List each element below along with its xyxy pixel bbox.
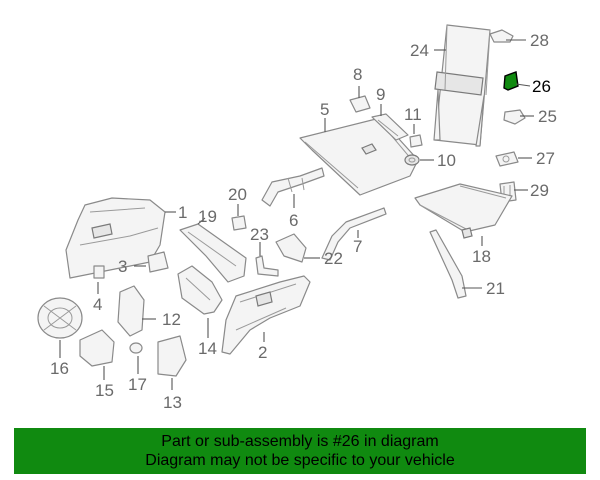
- leader-lines: [59, 39, 534, 390]
- callout-9: 9: [376, 85, 385, 104]
- notice-banner: Part or sub-assembly is #26 in diagram D…: [14, 428, 586, 474]
- callout-17: 17: [128, 375, 147, 394]
- callout-29: 29: [530, 181, 549, 200]
- callout-19: 19: [198, 207, 217, 226]
- callout-8: 8: [353, 65, 362, 84]
- callout-22: 22: [324, 249, 343, 268]
- part-10-grommet: [404, 154, 420, 166]
- callout-7: 7: [353, 237, 362, 256]
- callout-10: 10: [437, 151, 456, 170]
- part-8-bracket: [349, 95, 371, 113]
- callout-15: 15: [95, 381, 114, 400]
- part-1-side-panel: [65, 197, 166, 279]
- callout-20: 20: [228, 185, 247, 204]
- banner-line-1: Part or sub-assembly is #26 in diagram: [161, 433, 439, 450]
- part-20-clip: [231, 215, 247, 231]
- part-18-cover: [414, 183, 513, 239]
- part-7-rail: [321, 207, 387, 261]
- callout-3: 3: [118, 257, 127, 276]
- callout-14: 14: [198, 339, 217, 358]
- callout-24: 24: [410, 41, 429, 60]
- callout-13: 13: [163, 393, 182, 412]
- callout-12: 12: [162, 310, 181, 329]
- callout-28: 28: [530, 31, 549, 50]
- part-28-clip: [489, 29, 514, 43]
- part-21-trim: [429, 229, 467, 299]
- part-4-clip: [93, 265, 105, 279]
- part-6-rail: [261, 167, 325, 207]
- callout-1: 1: [178, 203, 187, 222]
- part-15-cover: [79, 329, 115, 367]
- callout-27: 27: [536, 149, 555, 168]
- part-3-clip: [147, 251, 169, 273]
- callout-21: 21: [486, 279, 505, 298]
- callout-5: 5: [320, 100, 329, 119]
- callout-16: 16: [50, 359, 69, 378]
- callout-25: 25: [538, 107, 557, 126]
- part-26-highlighted: [503, 71, 519, 91]
- callout-6: 6: [289, 211, 298, 230]
- callout-18: 18: [472, 247, 491, 266]
- part-2-side-trim: [221, 275, 311, 355]
- part-13-panel: [157, 335, 187, 377]
- part-23-bracket: [255, 255, 279, 277]
- part-12-panel: [117, 285, 145, 337]
- callout-2: 2: [258, 343, 267, 362]
- part-11-clip: [409, 134, 423, 148]
- part-25-clip: [503, 109, 526, 125]
- callout-23: 23: [250, 225, 269, 244]
- part-17-cap: [129, 342, 143, 354]
- part-16-tire-well: [37, 297, 83, 339]
- callout-4: 4: [93, 295, 102, 314]
- part-24-frame: [433, 24, 491, 147]
- part-22-bracket: [275, 233, 307, 263]
- callout-labels: 1 2 3 4 5 6 7 8 9 10 11 12 13 14 15 16 1…: [50, 31, 557, 412]
- part-14-panel: [177, 265, 223, 315]
- callout-11: 11: [404, 105, 422, 124]
- banner-line-2: Diagram may not be specific to your vehi…: [145, 452, 455, 469]
- part-27-bracket: [495, 151, 519, 167]
- callout-26-highlighted: 26: [532, 77, 551, 96]
